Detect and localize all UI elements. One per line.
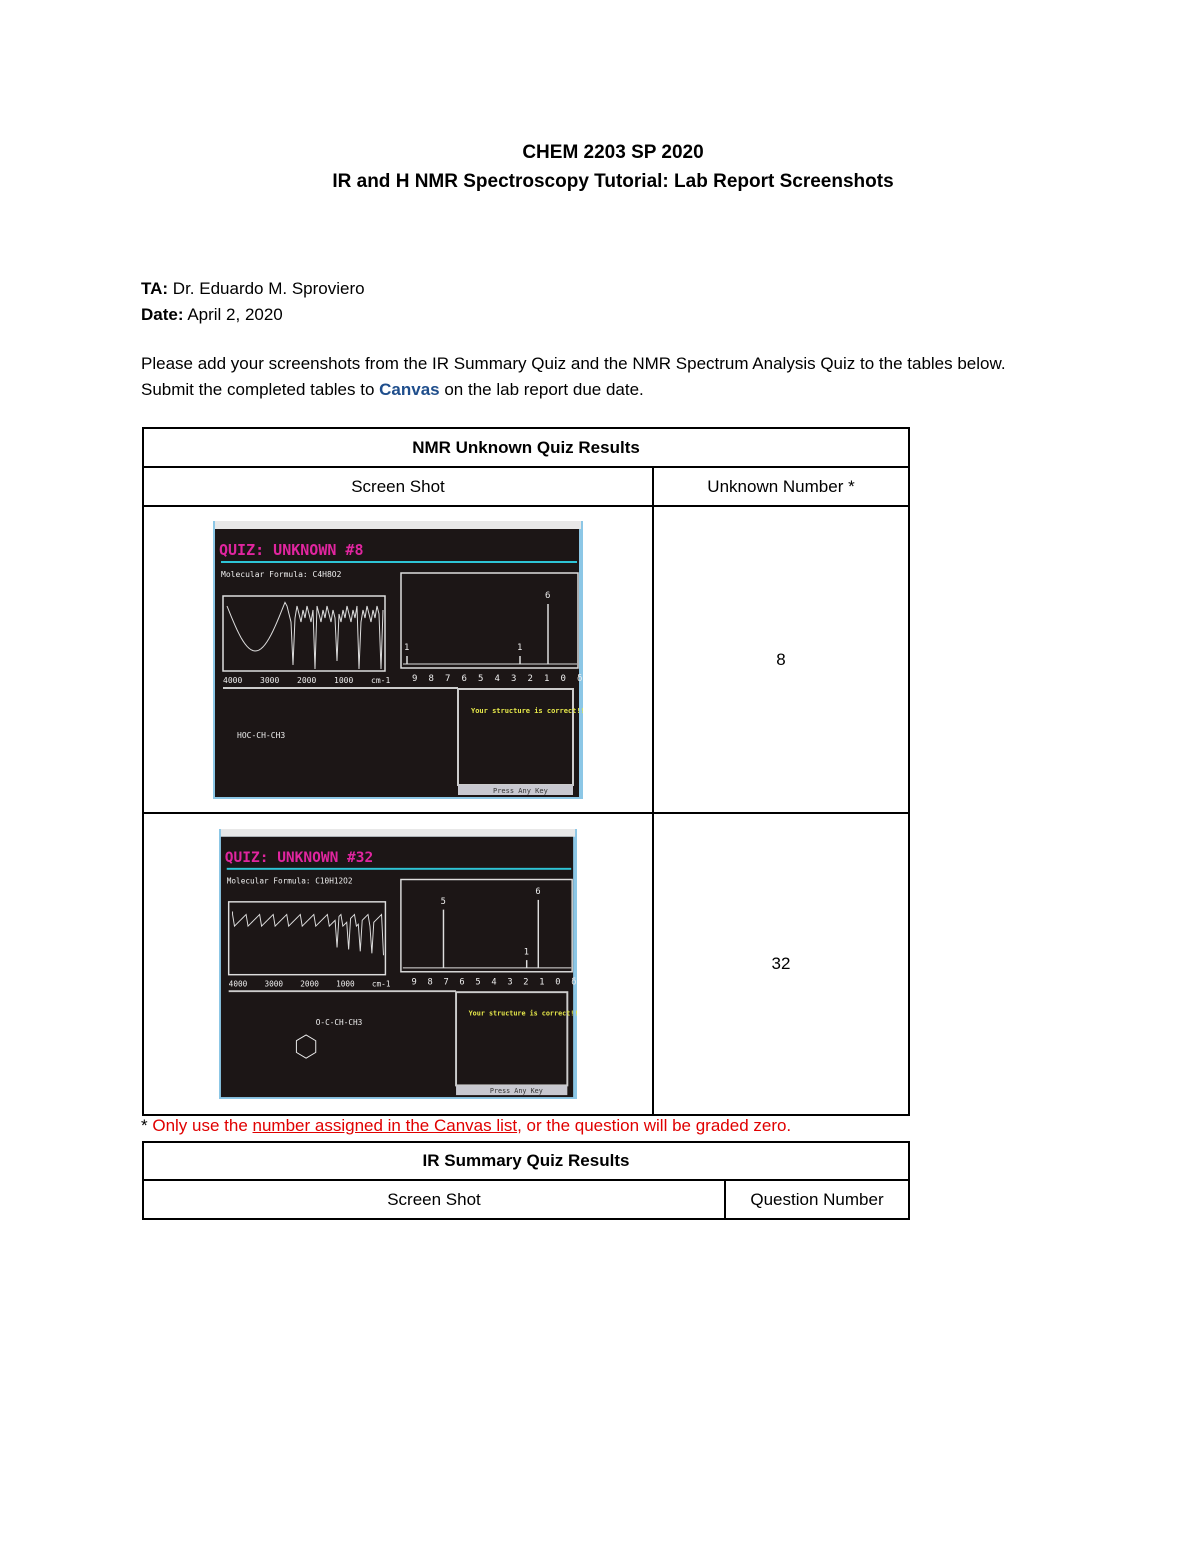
nmr-tick-label: 7 xyxy=(443,977,448,987)
instructions-text-end: on the lab report due date. xyxy=(439,380,644,399)
ir-tick-label: 4000 xyxy=(223,676,242,685)
note-text-end: , or the question will be graded zero. xyxy=(517,1116,792,1135)
date-value: April 2, 2020 xyxy=(187,305,283,324)
structure-drawing: HOC-CH-CH3 xyxy=(237,731,285,740)
press-any-key: Press Any Key xyxy=(493,787,548,795)
nmr-peak-label: 1 xyxy=(404,643,409,653)
ir-tick-label: 3000 xyxy=(260,676,279,685)
nmr-tick-label: 4 xyxy=(491,977,496,987)
benzene-ring xyxy=(295,1034,317,1059)
ir-spectrum-frame xyxy=(227,901,387,976)
col-screen-shot: Screen Shot xyxy=(142,1179,726,1220)
col-unknown-number: Unknown Number * xyxy=(652,466,910,507)
canvas-link[interactable]: Canvas xyxy=(379,380,440,399)
ir-tick-label: 2000 xyxy=(300,979,319,988)
nmr-spectrum-frame xyxy=(400,878,573,973)
nmr-tick-label: 0 xyxy=(555,977,560,987)
window-titlebar xyxy=(220,829,576,837)
ir-tick-label: 1000 xyxy=(334,676,353,685)
ir-tick-label: 3000 xyxy=(264,979,283,988)
nmr-peak-label: 6 xyxy=(535,887,540,897)
nmr-tick-label: 3 xyxy=(507,977,512,987)
nmr-peak-label: 1 xyxy=(524,947,529,957)
col-screen-shot: Screen Shot xyxy=(142,466,654,507)
note-asterisk: * xyxy=(141,1116,148,1135)
nmr-tick-label: 8 xyxy=(428,977,433,987)
ta-label: TA: xyxy=(141,279,169,298)
nmr-tick-label: 0 xyxy=(561,674,566,684)
nmr-tick-label: 9 xyxy=(412,977,417,987)
unknown-number-cell: 32 xyxy=(652,812,910,1116)
result-message: Your structure is correct!!! xyxy=(471,707,583,715)
nmr-tick-label: 8 xyxy=(429,674,434,684)
nmr-tick-label: 2 xyxy=(528,674,533,684)
formula-label: Molecular Formula: C4H8O2 xyxy=(221,570,342,579)
nmr-tick-label: 1 xyxy=(539,977,544,987)
nmr-tick-label: 1 xyxy=(544,674,549,684)
ir-tick-label: 4000 xyxy=(229,979,248,988)
note-text: Only use the xyxy=(147,1116,253,1135)
nmr-tick-label: δ xyxy=(571,977,576,987)
window-titlebar xyxy=(215,520,581,529)
quiz-title: QUIZ: UNKNOWN #8 xyxy=(219,541,364,559)
screenshot-image: QUIZ: UNKNOWN #8 Molecular Formula: C4H8O… xyxy=(213,520,589,799)
structure-drawing: O-C-CH-CH3 xyxy=(316,1018,363,1027)
ir-spectrum-trace xyxy=(232,911,384,956)
nmr-table-title: NMR Unknown Quiz Results xyxy=(142,427,910,468)
canvas-list-link[interactable]: number assigned in the Canvas list xyxy=(252,1116,518,1135)
nmr-tick-label: 3 xyxy=(511,674,516,684)
ir-spectrum-frame xyxy=(222,594,386,672)
accent-line xyxy=(226,867,572,870)
document-title: IR and H NMR Spectroscopy Tutorial: Lab … xyxy=(332,171,894,192)
ta-name: Dr. Eduardo M. Sproviero xyxy=(172,279,365,298)
date-label: Date: xyxy=(141,305,184,324)
screenshot-cell: QUIZ: UNKNOWN #8 Molecular Formula: C4H8O… xyxy=(142,505,654,814)
ta-line: TA: Dr. Eduardo M. Sproviero xyxy=(141,279,365,299)
message-box xyxy=(457,687,574,786)
nmr-tick-label: 5 xyxy=(478,674,483,684)
ir-spectrum-trace xyxy=(226,600,384,669)
nmr-tick-label: 4 xyxy=(495,674,500,684)
quiz-title: QUIZ: UNKNOWN #32 xyxy=(225,850,373,866)
instructions-line-1: Please add your screenshots from the IR … xyxy=(141,354,1006,373)
quiz-screenshot-unknown-8: QUIZ: UNKNOWN #8 Molecular Formula: C4H8O… xyxy=(213,520,589,799)
nmr-peak-label: 5 xyxy=(441,897,446,907)
nmr-spectrum-frame xyxy=(400,571,579,669)
press-any-key: Press Any Key xyxy=(490,1087,543,1095)
nmr-tick-label: 6 xyxy=(459,977,464,987)
ir-tick-label: cm-1 xyxy=(372,979,391,988)
instructions-text: Submit the completed tables to xyxy=(141,380,380,399)
nmr-tick-label: δ xyxy=(577,674,582,684)
grading-note: * Only use the number assigned in the Ca… xyxy=(141,1116,791,1136)
nmr-tick-label: 7 xyxy=(445,674,450,684)
ir-table-title: IR Summary Quiz Results xyxy=(142,1141,910,1181)
result-message: Your structure is correct!!! xyxy=(469,1009,577,1017)
nmr-peak-label: 1 xyxy=(517,643,522,653)
formula-label: Molecular Formula: C10H12O2 xyxy=(227,876,353,885)
instructions-line-2: Submit the completed tables to Canvas on… xyxy=(141,380,644,400)
date-line: Date: April 2, 2020 xyxy=(141,305,283,325)
nmr-tick-label: 9 xyxy=(412,674,417,684)
ir-tick-label: 2000 xyxy=(297,676,316,685)
unknown-number-cell: 8 xyxy=(652,505,910,814)
nmr-tick-label: 6 xyxy=(462,674,467,684)
col-question-number: Question Number xyxy=(724,1179,910,1220)
press-key-bar xyxy=(458,784,573,795)
ir-tick-label: 1000 xyxy=(336,979,355,988)
accent-line xyxy=(221,560,577,563)
nmr-tick-label: 2 xyxy=(523,977,528,987)
course-title: CHEM 2203 SP 2020 xyxy=(522,142,704,163)
nmr-peak-label: 6 xyxy=(545,591,550,601)
message-box xyxy=(455,991,569,1087)
ir-tick-label: cm-1 xyxy=(371,676,390,685)
press-key-bar xyxy=(456,1085,568,1096)
nmr-tick-label: 5 xyxy=(475,977,480,987)
